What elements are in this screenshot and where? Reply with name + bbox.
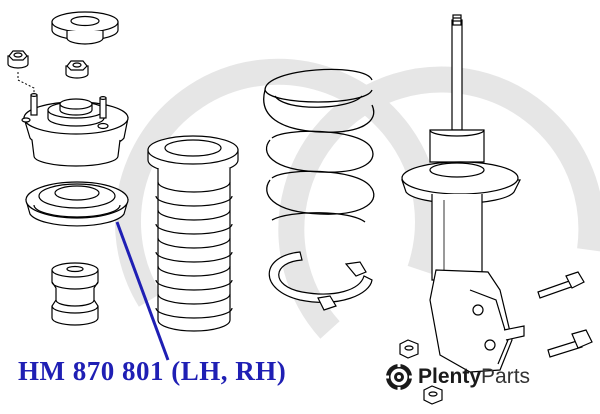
brand-name: PlentyParts xyxy=(418,365,530,389)
spring-seat-bearing xyxy=(25,181,129,227)
mounting-bolt-1 xyxy=(537,271,585,299)
brand-name-bold: Plenty xyxy=(418,365,482,388)
coil-spring xyxy=(263,68,375,223)
assembly-line xyxy=(17,72,35,98)
bump-stop xyxy=(51,262,99,326)
flange-nut-2 xyxy=(65,60,89,79)
lower-nut-1 xyxy=(399,339,419,359)
part-number-label: HM 870 801 (LH, RH) xyxy=(18,356,287,386)
mounting-bolt-2 xyxy=(547,329,593,358)
spring-insulator xyxy=(268,251,373,311)
leader-line xyxy=(115,221,170,361)
strut-shock-absorber xyxy=(401,14,525,373)
gear-icon xyxy=(385,363,413,391)
brand-logo-group: PlentyParts xyxy=(384,362,530,392)
lower-nut-2 xyxy=(423,385,443,405)
upper-seat-cap xyxy=(51,11,119,45)
brand-name-rest: Parts xyxy=(481,365,531,388)
dust-boot xyxy=(147,135,239,332)
flange-nut-1 xyxy=(7,50,29,69)
strut-top-mount xyxy=(21,92,129,167)
